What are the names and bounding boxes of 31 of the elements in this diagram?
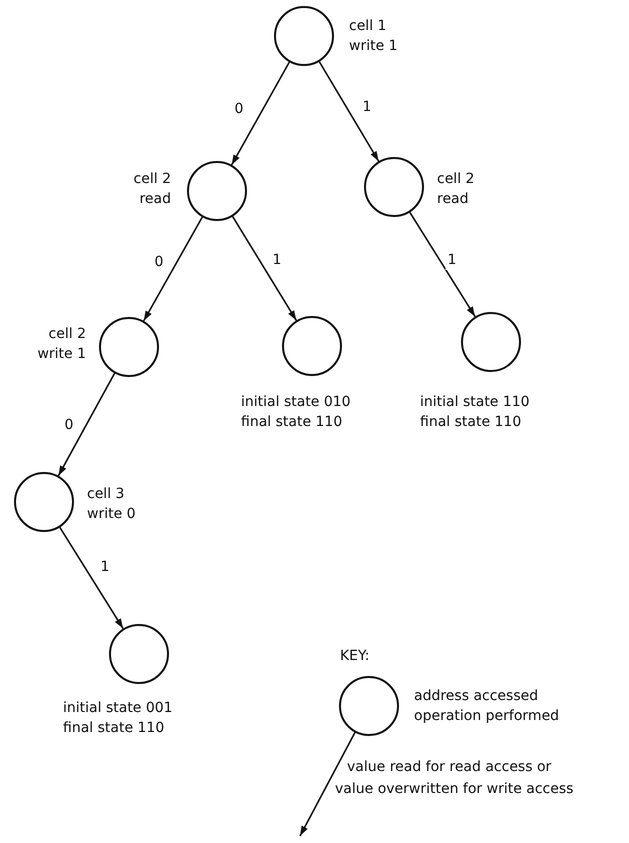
node-circle xyxy=(461,312,521,372)
node-label: final state 110 xyxy=(241,413,342,432)
node-circle xyxy=(99,317,159,377)
arrow xyxy=(232,216,297,321)
node-label: cell 2 read xyxy=(437,170,476,209)
node-circle xyxy=(282,316,342,376)
arrow xyxy=(318,61,380,162)
arrow xyxy=(299,732,356,836)
arrow xyxy=(409,212,476,317)
node-label: cell 3 write 0 xyxy=(87,485,137,524)
node-label: initial state 110 xyxy=(420,393,530,412)
node-circle xyxy=(364,157,424,217)
node-label: final state 110 xyxy=(420,413,522,432)
node-label: cell 2 read xyxy=(132,170,171,209)
key-heading: KEY: xyxy=(340,647,370,666)
node-circle xyxy=(274,6,334,66)
node-label: cell 1 write 1 xyxy=(349,17,399,56)
edge-label: value read for read access or value overwritten for write access xyxy=(335,758,574,799)
node-label: final state 110 xyxy=(63,719,164,738)
node-circle xyxy=(187,161,247,221)
node-label: initial state 001 xyxy=(63,699,173,718)
node-circle xyxy=(109,624,169,684)
node-label: address accessed operation performed xyxy=(414,687,560,726)
arrow xyxy=(58,372,116,476)
node-label: initial state 010 xyxy=(241,393,351,412)
arrow xyxy=(143,216,203,322)
node-circle xyxy=(14,472,74,532)
arrow xyxy=(59,527,124,629)
arrow xyxy=(230,62,290,166)
node-circle xyxy=(339,676,399,736)
node-label: cell 2 write 1 xyxy=(36,325,86,364)
